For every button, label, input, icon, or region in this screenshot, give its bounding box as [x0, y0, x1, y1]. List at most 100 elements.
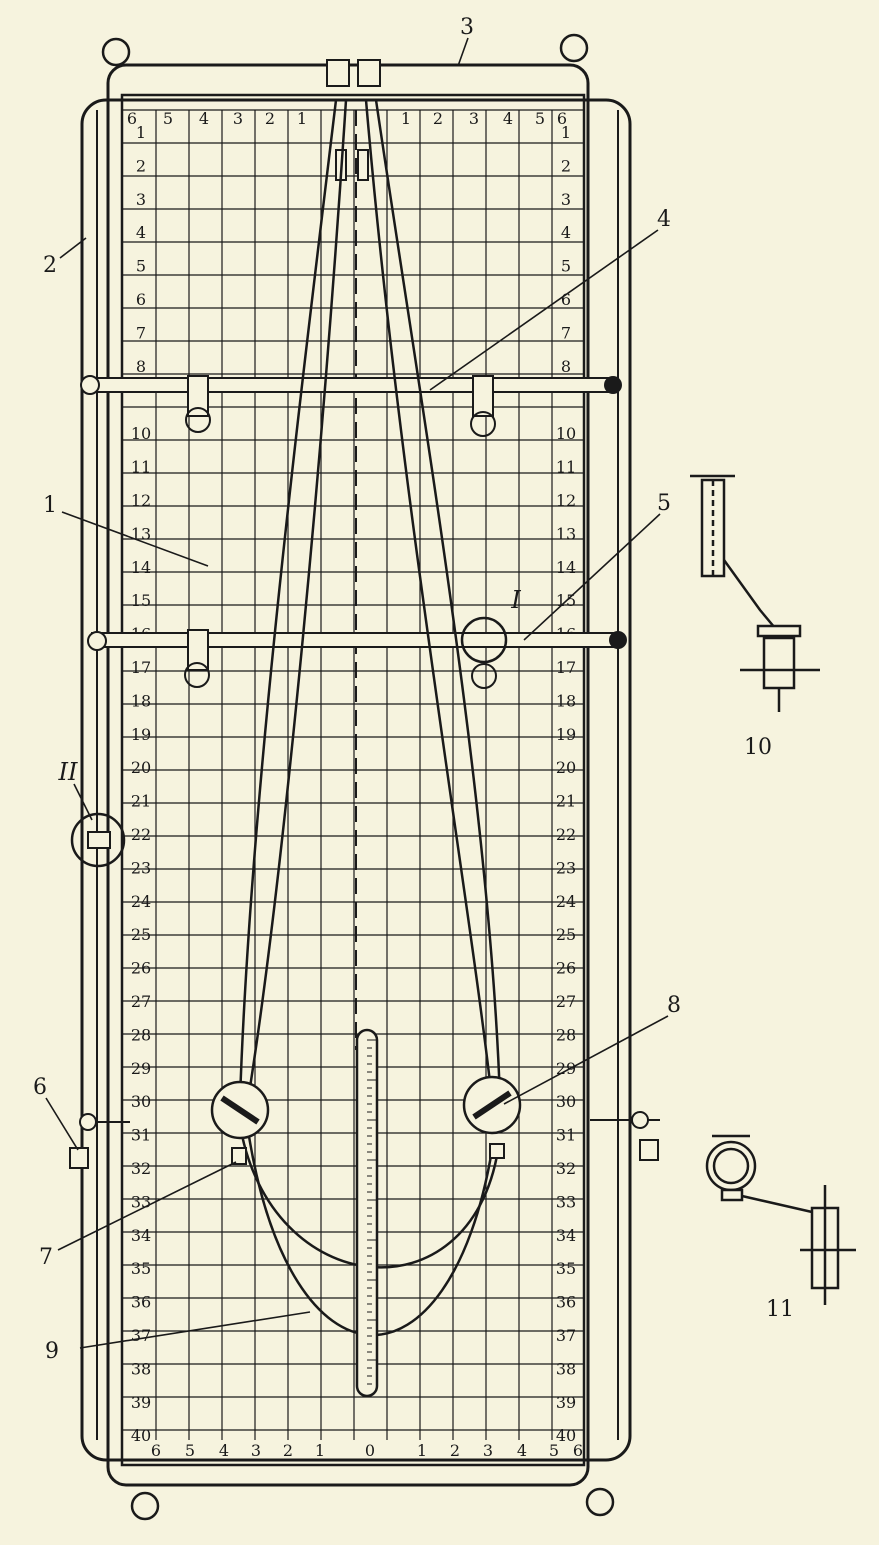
top-clamp-left — [326, 59, 350, 87]
spring-right — [357, 149, 369, 181]
left-scale-label: 31 — [131, 1126, 151, 1145]
left-scale-label: 28 — [131, 1025, 151, 1044]
right-scale-label: 40 — [556, 1426, 576, 1445]
right-scale-label: 2 — [561, 156, 571, 175]
top-scale-label: 1 — [401, 109, 411, 128]
right-scale-label: 22 — [556, 825, 576, 844]
top-scale-label: 3 — [469, 109, 479, 128]
left-scale-label: 26 — [131, 959, 151, 978]
left-scale-label: 34 — [131, 1226, 151, 1245]
right-scale-label: 1 — [561, 123, 571, 142]
string-right-inner — [364, 99, 494, 1101]
left-scale-label: 30 — [131, 1092, 151, 1111]
string-left-outer — [238, 99, 338, 1101]
bottom-scale-label: 4 — [219, 1441, 229, 1460]
bottom-scale-label: 2 — [450, 1441, 460, 1460]
left-scale-label: 18 — [131, 691, 151, 710]
left-scale-label: 10 — [131, 424, 151, 443]
top-scale-label: 2 — [265, 109, 275, 128]
pulley-bottom-left — [130, 1491, 160, 1521]
weight-right — [590, 1111, 660, 1161]
bottom-scale-label: 4 — [517, 1441, 527, 1460]
right-scale-label: 17 — [556, 658, 576, 677]
top-scale-label: 6 — [127, 109, 137, 128]
right-scale-label: 28 — [556, 1025, 576, 1044]
right-scale-label: 3 — [561, 190, 571, 209]
top-scale-label: 1 — [297, 109, 307, 128]
top-scale-label: 4 — [503, 109, 513, 128]
right-scale-label: 4 — [561, 223, 571, 242]
right-scale-label: 21 — [556, 792, 576, 811]
string-left-inner — [246, 99, 348, 1101]
dial-right — [462, 1075, 522, 1159]
top-scale-label: 5 — [535, 109, 545, 128]
left-scale-label: 23 — [131, 858, 151, 877]
right-scale-label: 7 — [561, 323, 571, 342]
left-scale-label: 15 — [131, 591, 151, 610]
detail-11-mechanism — [705, 1134, 856, 1305]
callout-7: 7 — [39, 1245, 53, 1270]
right-scale-label: 34 — [556, 1226, 576, 1245]
string-right-outer — [374, 99, 502, 1101]
bottom-scale-label: 6 — [573, 1441, 583, 1460]
left-scale-label: 22 — [131, 825, 151, 844]
right-scale-label: 6 — [561, 290, 571, 309]
left-scale-label: 19 — [131, 725, 151, 744]
callout-2: 2 — [43, 253, 57, 278]
board-outline — [120, 93, 586, 1467]
right-scale-label: 12 — [556, 491, 576, 510]
top-scale-label: 2 — [433, 109, 443, 128]
right-scale-label: 8 — [561, 357, 571, 376]
left-scale-label: 8 — [136, 357, 146, 376]
crossbar-upper — [80, 375, 622, 437]
right-scale-label: 27 — [556, 992, 576, 1011]
detail-label-i: I — [510, 586, 521, 614]
callout-10: 10 — [744, 735, 772, 760]
right-scale-label: 35 — [556, 1259, 576, 1278]
left-scale-label: 17 — [131, 658, 151, 677]
callout-4: 4 — [657, 207, 671, 232]
left-scale-label: 39 — [131, 1393, 151, 1412]
dial-left — [210, 1080, 270, 1165]
side-frame — [80, 98, 632, 1462]
bottom-scale-label: 2 — [283, 1441, 293, 1460]
left-scale-label: 38 — [131, 1359, 151, 1378]
callout-11: 11 — [766, 1297, 794, 1322]
bottom-scale-label: 5 — [549, 1441, 559, 1460]
bottom-scale-label: 5 — [185, 1441, 195, 1460]
right-scale-label: 26 — [556, 959, 576, 978]
left-scale-label: 29 — [131, 1059, 151, 1078]
bottom-scale-label: 3 — [483, 1441, 493, 1460]
callout-6: 6 — [33, 1075, 47, 1100]
pulley-top-left — [101, 37, 131, 67]
right-scale-label: 20 — [556, 758, 576, 777]
callout-1: 1 — [43, 493, 57, 518]
left-scale-label: 25 — [131, 925, 151, 944]
bottom-scale-label: 0 — [365, 1441, 375, 1460]
left-scale-label: 11 — [131, 458, 151, 477]
bottom-scale-label: 3 — [251, 1441, 261, 1460]
right-scale-label: 36 — [556, 1293, 576, 1312]
pulley-top-right — [559, 33, 589, 63]
left-scale-label: 36 — [131, 1293, 151, 1312]
right-scale-label: 13 — [556, 524, 576, 543]
callout-8: 8 — [667, 993, 681, 1018]
right-scale-label: 37 — [556, 1326, 576, 1345]
left-scale-label: 20 — [131, 758, 151, 777]
left-scale-label: 21 — [131, 792, 151, 811]
detail-label-ii: II — [58, 758, 78, 786]
left-scale-label: 40 — [131, 1426, 151, 1445]
left-scale-label: 24 — [131, 892, 151, 911]
detail-10-mechanism — [690, 474, 820, 712]
right-scale-label: 19 — [556, 725, 576, 744]
top-scale-label: 6 — [557, 109, 567, 128]
callout-5: 5 — [657, 491, 671, 516]
crossbar-lower — [87, 616, 627, 689]
right-scale-label: 25 — [556, 925, 576, 944]
right-scale-label: 11 — [556, 458, 576, 477]
right-scale-label: 31 — [556, 1126, 576, 1145]
bottom-scale-label: 1 — [417, 1441, 427, 1460]
left-scale-label: 3 — [136, 190, 146, 209]
